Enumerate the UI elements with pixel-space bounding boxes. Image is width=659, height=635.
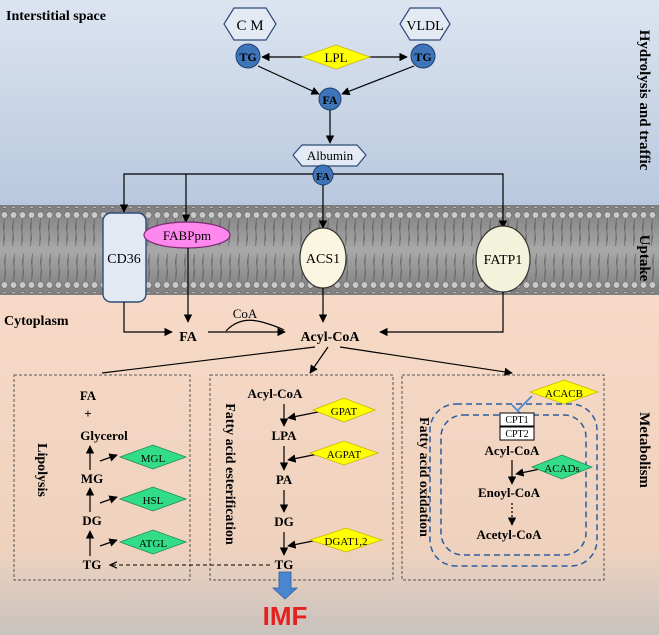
svg-text:ATGL: ATGL — [139, 538, 167, 550]
lipolysis-mg: MG — [81, 471, 103, 486]
svg-text:TG: TG — [239, 50, 256, 64]
est-lpa: LPA — [271, 428, 297, 443]
lipolysis-tg: TG — [83, 557, 102, 572]
lipolysis-fa: FA — [80, 388, 97, 403]
mgl-enzyme: MGL — [118, 444, 188, 470]
lipolysis-plus: + — [84, 406, 91, 421]
svg-text:TG: TG — [414, 50, 431, 64]
tg-right: TG — [410, 43, 436, 69]
dgat-enzyme: DGAT1,2 — [308, 527, 384, 553]
svg-text:GPAT: GPAT — [331, 406, 358, 418]
lipolysis-glycerol: Glycerol — [80, 428, 128, 443]
gpat-enzyme: GPAT — [311, 397, 377, 423]
ox-acetyl-coa: Acetyl-CoA — [477, 527, 543, 542]
svg-text:FA: FA — [316, 171, 330, 183]
svg-text:FABPpm: FABPpm — [163, 228, 211, 243]
est-pa: PA — [276, 472, 293, 487]
uptake-arrows — [123, 248, 504, 337]
acacb-enzyme: ACACB — [528, 379, 600, 405]
cm-label: C M — [236, 18, 263, 34]
lipolysis-dg: DG — [82, 513, 102, 528]
cpt1-box: CPT1 — [499, 412, 535, 427]
svg-text:ACS1: ACS1 — [306, 252, 340, 267]
esterification-box — [209, 374, 394, 581]
oxidation-box — [401, 374, 605, 581]
hydrolysis-traffic-label: Hydrolysis and traffic — [636, 30, 652, 171]
oxidation-title: Fatty acid oxidation — [416, 417, 431, 537]
mitochondria-outer-membrane — [429, 403, 598, 567]
acs1-transporter: ACS1 — [299, 227, 347, 289]
ox-acyl-coa: Acyl-CoA — [485, 443, 540, 458]
svg-text:MGL: MGL — [141, 453, 166, 465]
svg-text:DGAT1,2: DGAT1,2 — [324, 536, 367, 548]
svg-text:CPT1: CPT1 — [505, 415, 528, 426]
fatp1-transporter: FATP1 — [475, 225, 531, 293]
fabppm-transporter: FABPpm — [143, 221, 231, 249]
lpl-enzyme: LPL — [300, 44, 372, 70]
acyl-coa-branch-arrows — [101, 346, 513, 377]
fa-distribution-arrows — [119, 173, 508, 229]
acacb-inhibition-line — [517, 395, 533, 411]
svg-text:LPL: LPL — [324, 50, 347, 65]
cytoplasm-acyl-coa: Acyl-CoA — [300, 330, 360, 345]
agpat-enzyme: AGPAT — [308, 440, 380, 466]
svg-text:AGPAT: AGPAT — [327, 449, 362, 461]
svg-text:CD36: CD36 — [107, 252, 140, 267]
fa-top: FA — [318, 87, 342, 111]
svg-text:Albumin: Albumin — [307, 148, 354, 163]
esterification-arrows — [279, 404, 319, 556]
svg-text:HSL: HSL — [143, 495, 164, 507]
atgl-enzyme: ATGL — [118, 529, 188, 555]
est-tg: TG — [275, 557, 294, 572]
imf-arrow — [271, 571, 299, 600]
albumin: Albumin — [292, 144, 367, 167]
ox-enoyl-coa: Enoyl-CoA — [478, 485, 541, 500]
uptake-label: Uptake — [636, 235, 652, 282]
tg-to-fa-arrow-left — [257, 65, 320, 95]
vldl-label: VLDL — [406, 19, 443, 34]
acads-enzyme: ACADs — [530, 454, 594, 480]
est-dg: DG — [274, 514, 294, 529]
cd36-transporter: CD36 — [102, 212, 147, 303]
svg-text:FATP1: FATP1 — [484, 253, 523, 268]
lipolysis-box — [13, 374, 191, 581]
fa-albumin: FA — [312, 164, 334, 186]
coa-label: CoA — [233, 306, 258, 321]
lipolysis-arrows — [85, 445, 118, 556]
esterification-title: Fatty acid esterification — [222, 403, 237, 545]
svg-text:FA: FA — [322, 93, 337, 107]
est-acyl-coa: Acyl-CoA — [248, 386, 303, 401]
vldl-particle: VLDL — [399, 7, 451, 41]
cytoplasm-fa: FA — [179, 330, 198, 345]
tg-to-fa-arrow-right — [341, 65, 415, 96]
hsl-enzyme: HSL — [118, 486, 188, 512]
lipolysis-title: Lipolysis — [34, 443, 49, 497]
svg-text:CPT2: CPT2 — [505, 429, 528, 440]
svg-text:ACACB: ACACB — [545, 388, 583, 400]
tg-left: TG — [235, 43, 261, 69]
svg-text:ACADs: ACADs — [544, 463, 579, 475]
cytoplasm-label: Cytoplasm — [4, 314, 69, 329]
cm-particle: C M — [223, 7, 277, 41]
cpt2-box: CPT2 — [499, 426, 535, 441]
imf-label: IMF — [263, 601, 308, 631]
metabolism-label: Metabolism — [636, 412, 652, 488]
interstitial-space-label: Interstitial space — [6, 9, 106, 24]
